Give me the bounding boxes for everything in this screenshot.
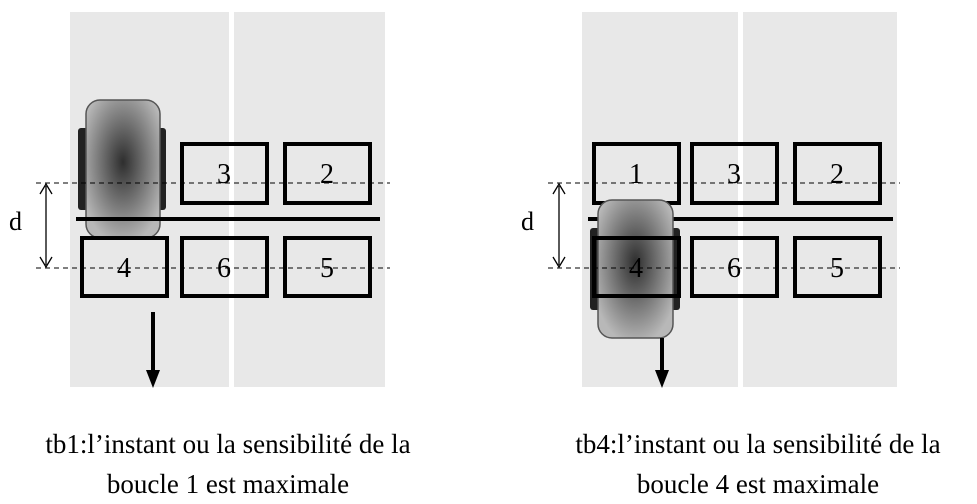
loop-label: 3 — [727, 159, 741, 190]
panel-right: d 1 3 2 4 6 5 — [521, 12, 900, 388]
loop-label: 6 — [217, 253, 231, 284]
caption-line-2: boucle 1 est maximale — [106, 469, 350, 499]
loop-label: 6 — [727, 253, 741, 284]
loop-box-5 — [793, 236, 882, 298]
direction-arrow — [655, 338, 669, 388]
lane-divider — [229, 12, 234, 387]
loop-box-5 — [283, 236, 372, 298]
loop-box-2 — [283, 142, 372, 205]
loop-label: 3 — [217, 159, 231, 190]
loop-box-4 — [592, 236, 681, 298]
loop-label: 4 — [117, 253, 131, 284]
dimension-label: d — [9, 207, 22, 236]
loop-label: 1 — [629, 159, 643, 190]
panel-left: d 3 2 4 6 5 — [9, 12, 390, 388]
loop-label: 2 — [320, 159, 334, 190]
caption-right: tb4:l’instant ou la sensibilité de la bo… — [548, 424, 968, 504]
loop-box-3 — [690, 142, 779, 205]
loop-box-4 — [80, 236, 169, 298]
loop-box-6 — [690, 236, 779, 298]
caption-line-2: boucle 4 est maximale — [636, 469, 880, 499]
loop-box-6 — [180, 236, 269, 298]
dimension-arrow — [39, 182, 53, 269]
dimension-arrow — [552, 182, 566, 269]
vehicle — [78, 99, 166, 239]
lane-divider — [738, 12, 743, 387]
caption-line-1: tb1:l’instant ou la sensibilité de la — [45, 429, 411, 459]
loop-label: 5 — [320, 253, 334, 284]
loop-label: 5 — [830, 253, 844, 284]
dimension-label: d — [521, 207, 534, 236]
caption-line-1: tb4:l’instant ou la sensibilité de la — [575, 429, 941, 459]
loop-box-3 — [180, 142, 269, 205]
loop-box-2 — [793, 142, 882, 205]
direction-arrow — [146, 312, 160, 388]
loop-label: 4 — [629, 253, 643, 284]
caption-left: tb1:l’instant ou la sensibilité de la bo… — [18, 424, 438, 504]
loop-label: 2 — [830, 159, 844, 190]
